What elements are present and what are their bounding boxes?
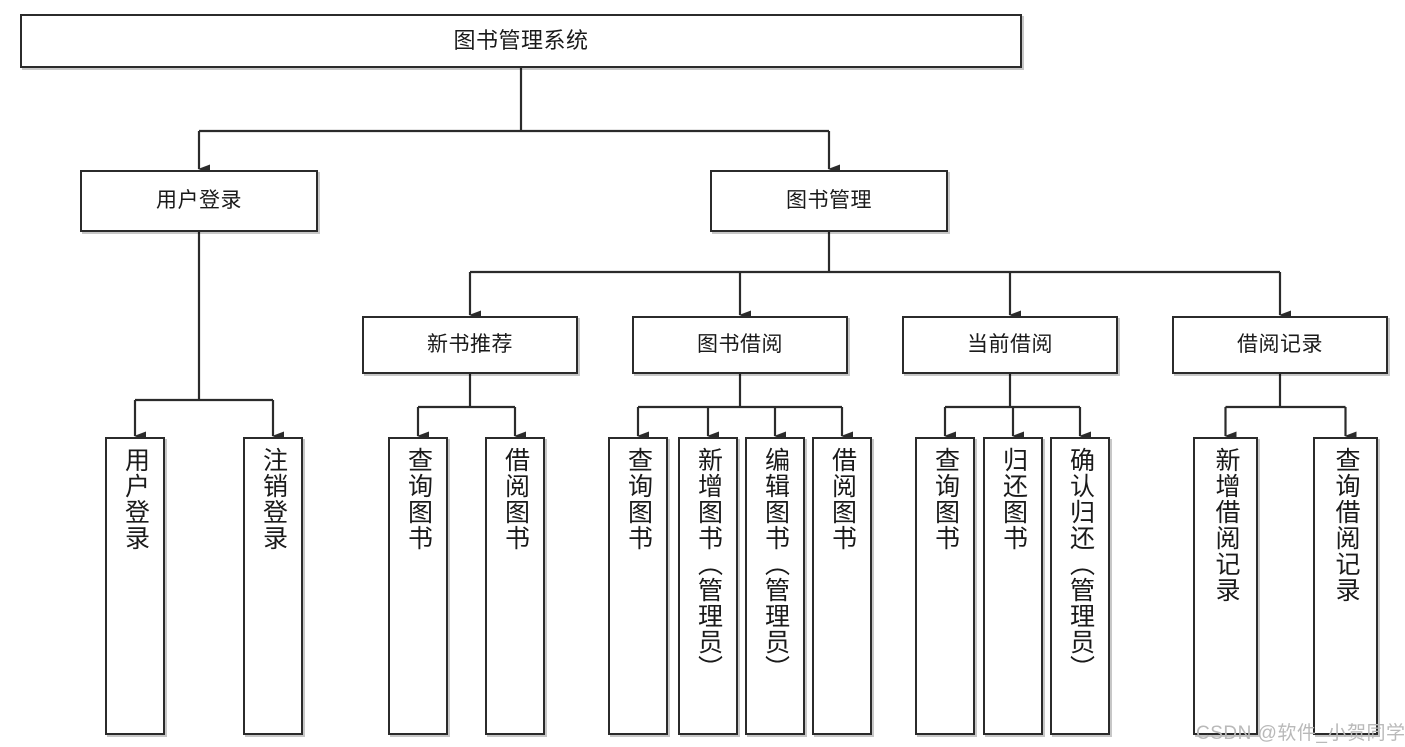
node-book-manage: 图书管理: [710, 170, 948, 232]
node-label: 用户登录: [121, 447, 150, 551]
node-label: 查询借阅记录: [1332, 447, 1360, 603]
node-label: 借阅图书: [828, 447, 857, 551]
node-leaf-cb-confirm: 确认归还（管理员）: [1050, 437, 1110, 735]
node-label: 图书管理系统: [453, 28, 589, 54]
node-new-book-rec: 新书推荐: [362, 316, 578, 374]
node-label: 新增图书（管理员）: [694, 447, 723, 681]
node-leaf-bb-query: 查询图书: [608, 437, 668, 735]
node-label: 当前借阅: [967, 332, 1053, 356]
node-borrow-record: 借阅记录: [1172, 316, 1388, 374]
node-leaf-rec-borrow: 借阅图书: [485, 437, 545, 735]
edge-layer: [133, 68, 1357, 441]
node-leaf-br-add: 新增借阅记录: [1193, 437, 1258, 735]
node-leaf-bb-add: 新增图书（管理员）: [678, 437, 738, 735]
node-label: 新增借阅记录: [1212, 447, 1240, 603]
node-label: 查询图书: [624, 447, 653, 551]
node-label: 借阅记录: [1237, 332, 1323, 356]
node-leaf-bb-edit: 编辑图书（管理员）: [745, 437, 805, 735]
node-label: 确认归还（管理员）: [1066, 447, 1095, 681]
node-leaf-user-login: 用户登录: [105, 437, 165, 735]
node-label: 查询图书: [931, 447, 960, 551]
node-current-borrow: 当前借阅: [902, 316, 1118, 374]
node-label: 注销登录: [259, 447, 288, 551]
node-label: 新书推荐: [427, 332, 513, 356]
node-leaf-bb-borrow: 借阅图书: [812, 437, 872, 735]
node-label: 用户登录: [156, 188, 242, 212]
node-user-login: 用户登录: [80, 170, 318, 232]
node-leaf-logout: 注销登录: [243, 437, 303, 735]
node-leaf-rec-query: 查询图书: [388, 437, 448, 735]
node-book-borrow: 图书借阅: [632, 316, 848, 374]
node-label: 归还图书: [999, 447, 1028, 551]
node-label: 编辑图书（管理员）: [761, 447, 790, 681]
node-leaf-cb-return: 归还图书: [983, 437, 1043, 735]
node-leaf-br-query: 查询借阅记录: [1313, 437, 1378, 735]
node-label: 借阅图书: [501, 447, 530, 551]
node-leaf-cb-query: 查询图书: [915, 437, 975, 735]
node-label: 图书管理: [786, 188, 872, 212]
node-label: 查询图书: [404, 447, 433, 551]
node-root: 图书管理系统: [20, 14, 1022, 68]
node-label: 图书借阅: [697, 332, 783, 356]
